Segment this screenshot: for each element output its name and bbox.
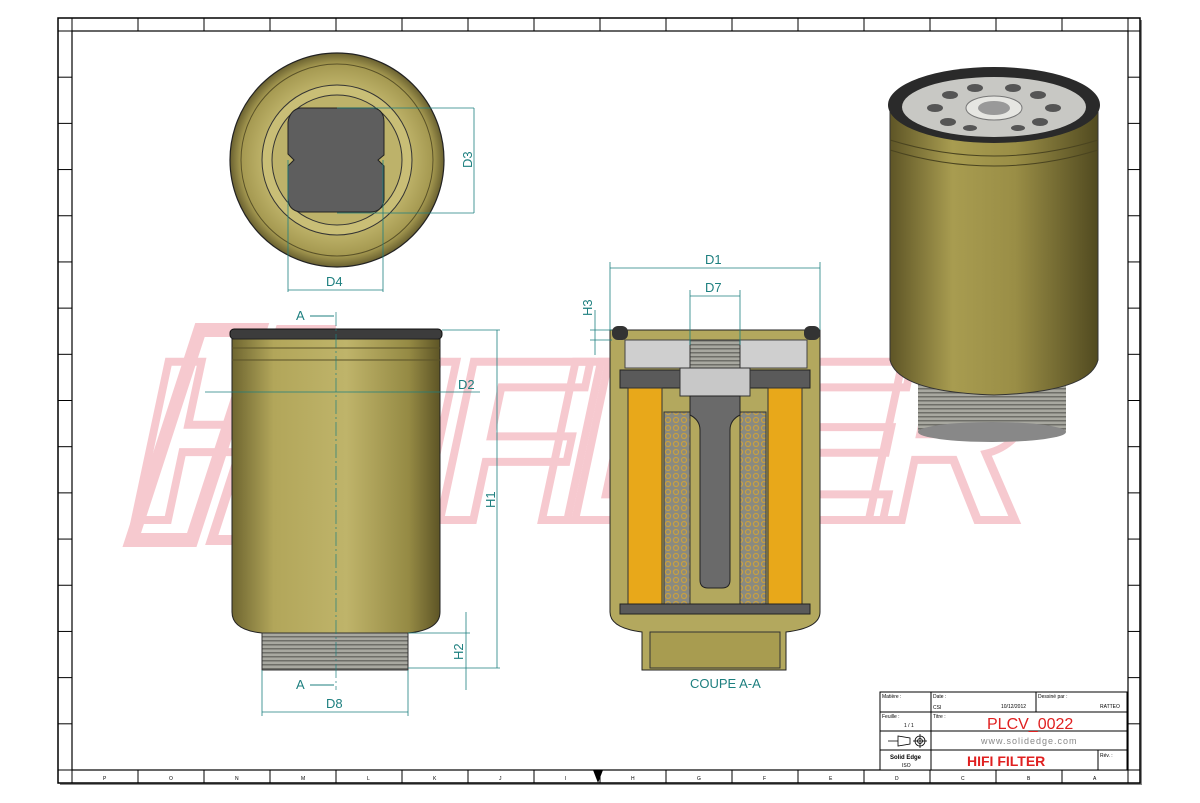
dimension-d1: D1: [705, 252, 722, 267]
zone-letter: I: [565, 776, 566, 782]
zone-letter: H: [631, 776, 635, 782]
date-code: CSI: [933, 705, 941, 711]
standard: ISO: [902, 763, 911, 769]
section-marker-top: A: [296, 308, 305, 323]
section-label: COUPE A-A: [690, 676, 761, 691]
zone-letter: F: [763, 776, 766, 782]
zone-letter: A: [1093, 776, 1097, 782]
isometric-view: [888, 67, 1100, 442]
drawn-by-value: RATTEO: [1100, 704, 1120, 710]
border-zone-ticks: [58, 18, 1140, 783]
zone-letter: J: [499, 776, 502, 782]
revision-label: Rév. :: [1100, 753, 1113, 759]
dimension-d7: D7: [705, 280, 722, 295]
zone-letter: C: [961, 776, 965, 782]
top-view: D3 D4: [229, 52, 475, 292]
software-name: Solid Edge: [890, 755, 922, 761]
dimension-d2: D2: [458, 377, 475, 392]
drawn-by-label: Dessiné par :: [1038, 694, 1067, 700]
zone-letter: K: [433, 776, 437, 782]
title-block: Matière : Date : CSI 10/12/2012 Dessiné …: [879, 691, 1128, 771]
dimension-h3: H3: [580, 299, 595, 316]
date-label: Date :: [933, 694, 946, 700]
title-label: Titre :: [933, 714, 946, 720]
date-value: 10/12/2012: [1001, 704, 1026, 710]
section-marker-bottom: A: [296, 677, 305, 692]
material-label: Matière :: [882, 694, 901, 700]
zone-letter: B: [1027, 776, 1031, 782]
dimension-h1: H1: [483, 491, 498, 508]
projection-symbol-icon: [888, 734, 927, 748]
company-name: HIFI FILTER: [967, 753, 1045, 769]
sheet-label: Feuille :: [882, 714, 900, 720]
zone-letter: G: [697, 776, 701, 782]
centering-mark: [593, 770, 603, 783]
front-view: A A D2 H1 H2 D8: [205, 308, 500, 716]
zone-letter: E: [829, 776, 833, 782]
dimension-d4: D4: [326, 274, 343, 289]
zone-letter: O: [169, 776, 173, 782]
section-view: D1 D7 H3 COUPE A-A: [580, 252, 821, 691]
zone-letter: L: [367, 776, 370, 782]
dimension-d3: D3: [460, 151, 475, 168]
zone-letter: M: [301, 776, 305, 782]
dimension-d8: D8: [326, 696, 343, 711]
drawing-title: PLCV_0022: [987, 716, 1073, 733]
sheet-value: 1 / 1: [904, 723, 914, 729]
zone-letter: D: [895, 776, 899, 782]
website: www.solidedge.com: [980, 736, 1078, 746]
dimension-h2: H2: [451, 643, 466, 660]
zone-letter: N: [235, 776, 239, 782]
zone-letter: P: [103, 776, 107, 782]
